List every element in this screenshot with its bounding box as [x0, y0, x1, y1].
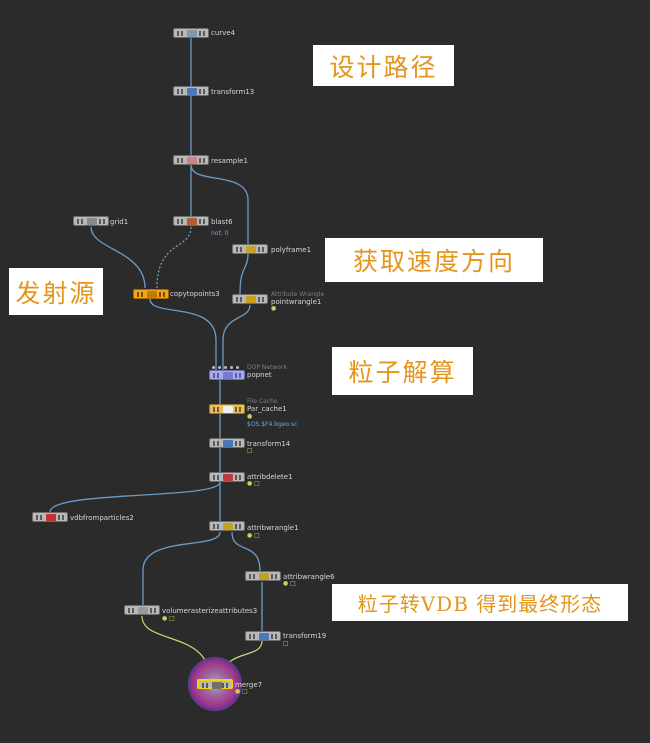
- node-label-popnet: popnet: [247, 371, 272, 379]
- wire-grid1-copytopoints3: [90, 226, 146, 289]
- transform-icon: [223, 440, 233, 447]
- input-dot[interactable]: [230, 366, 233, 369]
- transform-icon: [259, 633, 269, 640]
- node-path-par-cache1: $OS.$F4.bgeo.sc: [247, 421, 298, 428]
- wrangle-icon: [223, 523, 233, 530]
- wire-attribwrangle1-attribwrangle6: [231, 531, 261, 572]
- wire-pointwrangle1-popnet: [222, 304, 251, 370]
- node-polyframe1[interactable]: [232, 244, 268, 254]
- node-par-cache1[interactable]: [209, 404, 245, 414]
- node-type-par-cache1: File Cache: [247, 398, 278, 405]
- node-transform13[interactable]: [173, 86, 209, 96]
- node-vdbfromparticles2[interactable]: [32, 512, 68, 522]
- node-flags-transform14: □: [247, 447, 253, 454]
- node-type-popnet: DOP Network: [247, 364, 287, 371]
- polyframe-icon: [246, 246, 256, 253]
- node-label-vdbfromparticles2: vdbfromparticles2: [70, 514, 134, 522]
- wire-resample1-polyframe1: [190, 164, 249, 244]
- node-label-attribwrangle6: attribwrangle6: [283, 573, 335, 581]
- node-pointwrangle1[interactable]: [232, 294, 268, 304]
- node-label-transform14: transform14: [247, 440, 291, 448]
- blast-icon: [187, 218, 197, 225]
- node-label-resample1: resample1: [211, 157, 248, 165]
- wire-attribwrangle1-volumerasterize: [142, 531, 221, 605]
- volume-rasterize-icon: [138, 607, 148, 614]
- node-attribwrangle1[interactable]: [209, 521, 245, 531]
- attribdelete-icon: [223, 474, 233, 481]
- vdb-icon: [46, 514, 56, 521]
- transform-icon: [187, 88, 197, 95]
- node-copytopoints3[interactable]: [133, 289, 169, 299]
- node-attribwrangle6[interactable]: [245, 571, 281, 581]
- node-label-par-cache1: Par_cache1: [247, 405, 287, 413]
- grid-icon: [87, 218, 97, 225]
- node-transform14[interactable]: [209, 438, 245, 448]
- wire-attribdelete1-vdbfromparticles2: [49, 481, 221, 513]
- note-particles-to-vdb[interactable]: 粒子转VDB 得到最终形态: [332, 584, 628, 621]
- node-blast6[interactable]: [173, 216, 209, 226]
- node-label-polyframe1: polyframe1: [271, 246, 312, 254]
- input-dot[interactable]: [212, 366, 215, 369]
- wire-copytopoints3-popnet: [149, 298, 217, 370]
- node-popnet[interactable]: [209, 370, 245, 380]
- input-dot[interactable]: [224, 366, 227, 369]
- wire-blast6-copytopoints3: [156, 226, 192, 289]
- node-info-blast6: not: 0: [211, 230, 229, 237]
- note-emitter[interactable]: 发射源: [9, 268, 103, 315]
- copy-icon: [147, 291, 157, 298]
- node-attribdelete1[interactable]: [209, 472, 245, 482]
- node-flags-merge7: ● □: [235, 688, 248, 695]
- input-dot[interactable]: [218, 366, 221, 369]
- node-label-attribdelete1: attribdelete1: [247, 473, 293, 481]
- node-label-transform13: transform13: [211, 88, 255, 96]
- curve-icon: [187, 30, 197, 37]
- node-grid1[interactable]: [73, 216, 109, 226]
- merge-icon: [212, 682, 222, 689]
- node-label-attribwrangle1: attribwrangle1: [247, 524, 299, 532]
- dop-network-icon: [223, 372, 233, 379]
- node-label-transform19: transform19: [283, 632, 327, 640]
- node-flags-par-cache1: ●: [247, 413, 253, 420]
- input-dot[interactable]: [236, 366, 239, 369]
- note-design-path[interactable]: 设计路径: [313, 45, 454, 86]
- node-label-curve4: curve4: [211, 29, 236, 37]
- node-flags-volumerasterizeattributes3: ● □: [162, 615, 175, 622]
- node-curve4[interactable]: [173, 28, 209, 38]
- node-flags-attribwrangle1: ● □: [247, 532, 260, 539]
- resample-icon: [187, 157, 197, 164]
- node-label-pointwrangle1: pointwrangle1: [271, 298, 322, 306]
- node-label-volumerasterizeattributes3: volumerasterizeattributes3: [162, 607, 258, 615]
- node-transform19[interactable]: [245, 631, 281, 641]
- node-flags-transform19: □: [283, 640, 289, 647]
- node-type-pointwrangle1: Attribute Wrangle: [271, 291, 325, 298]
- wrangle-icon: [259, 573, 269, 580]
- node-flags-attribwrangle6: ● □: [283, 580, 296, 587]
- node-label-merge7: merge7: [235, 681, 263, 689]
- note-particle-solve[interactable]: 粒子解算: [332, 347, 473, 395]
- node-label-blast6: blast6: [211, 218, 233, 226]
- file-cache-icon: [223, 406, 233, 413]
- note-velocity-direction[interactable]: 获取速度方向: [325, 238, 543, 282]
- node-merge7[interactable]: [197, 679, 233, 689]
- node-volumerasterizeattributes3[interactable]: [124, 605, 160, 615]
- wrangle-icon: [246, 296, 256, 303]
- node-resample1[interactable]: [173, 155, 209, 165]
- node-label-copytopoints3: copytopoints3: [170, 290, 220, 298]
- node-flags-pointwrangle1: ●: [271, 305, 277, 312]
- node-label-grid1: grid1: [110, 218, 129, 226]
- node-flags-attribdelete1: ● □: [247, 480, 260, 487]
- wire-polyframe1-pointwrangle1: [239, 253, 249, 295]
